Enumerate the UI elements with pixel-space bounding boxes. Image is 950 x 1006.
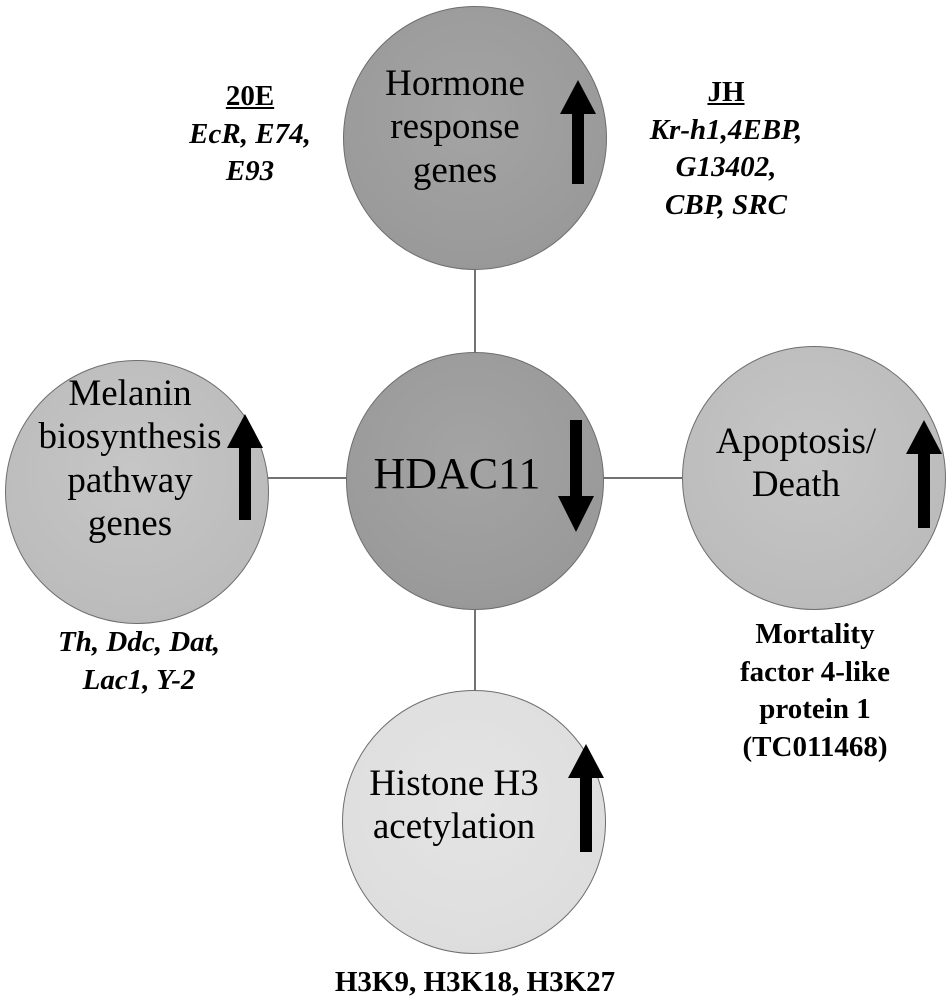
hormone-label-line-2: response (390, 106, 520, 148)
down-arrow-icon (558, 420, 594, 532)
note-20e-heading: 20E (225, 80, 275, 112)
note-melanin-genes: Th, Ddc, Dat, Lac1, Y-2 (24, 624, 254, 699)
note-jh: JH Kr-h1,4EBP, G13402, CBP, SRC (608, 74, 844, 225)
histone-acetylation-label: Histone H3 acetylation (344, 762, 564, 849)
hdac11-hub-node (346, 352, 604, 610)
apoptosis-death-label: Apoptosis/ Death (698, 420, 894, 507)
hormone-label-line-1: Hormone (385, 63, 525, 104)
apoptosis-label-line-2: Death (751, 464, 841, 506)
note-20e-line-1: EcR, E74, (189, 117, 311, 150)
note-melanin-line-1: Th, Ddc, Dat, (58, 626, 220, 658)
up-arrow-icon (227, 414, 263, 520)
note-jh-line-1: Kr-h1,4EBP, (649, 113, 803, 146)
histone-label-line-2: acetylation (372, 806, 536, 848)
note-mortality-factor: Mortality factor 4-like protein 1 (TC011… (700, 616, 930, 767)
hormone-response-node (343, 6, 607, 270)
note-20e: 20E EcR, E74, E93 (150, 78, 350, 191)
melanin-biosynthesis-label: Melanin biosynthesis pathway genes (20, 372, 240, 545)
histone-acetylation-node (342, 690, 606, 954)
up-arrow-icon (568, 744, 604, 852)
hormone-response-label: Hormone response genes (355, 62, 555, 192)
note-jh-heading: JH (707, 76, 745, 108)
hdac11-label: HDAC11 (373, 449, 541, 498)
melanin-biosynthesis-node (5, 360, 269, 624)
melanin-label-line-4: genes (87, 502, 173, 544)
note-melanin-line-2: Lac1, Y-2 (82, 663, 196, 696)
note-mortality-line-1: Mortality (755, 618, 875, 650)
up-arrow-icon (560, 80, 596, 184)
melanin-label-line-3: pathway (67, 459, 193, 501)
note-jh-line-3: CBP, SRC (665, 189, 787, 222)
apoptosis-death-node (682, 346, 946, 610)
note-jh-line-2: G13402, (675, 151, 777, 184)
up-arrow-icon (906, 420, 942, 528)
note-20e-line-2: E93 (225, 155, 275, 188)
note-mortality-line-4: (TC011468) (742, 731, 888, 764)
note-mortality-line-2: factor 4-like (739, 655, 891, 688)
melanin-label-line-1: Melanin (68, 373, 192, 414)
melanin-label-line-2: biosynthesis (38, 416, 222, 458)
apoptosis-label-line-1: Apoptosis/ (715, 421, 877, 462)
hormone-label-line-3: genes (412, 149, 498, 191)
note-histone-sites: H3K9, H3K18, H3K27 (334, 966, 616, 998)
histone-label-line-1: Histone H3 (369, 763, 539, 804)
note-mortality-line-3: protein 1 (759, 693, 871, 726)
